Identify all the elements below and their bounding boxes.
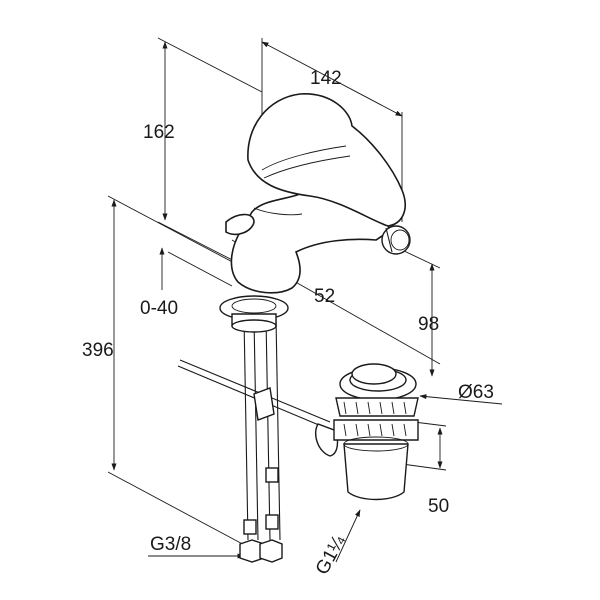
dimension-d63: Ø63	[419, 382, 503, 405]
label-g3-8: G3/8	[148, 534, 245, 559]
popup-rod	[177, 359, 339, 457]
dimension-396: 396	[82, 195, 251, 549]
dim-label-98: 98	[418, 314, 439, 335]
dim-label-142: 142	[310, 68, 342, 89]
mounting-base	[219, 295, 289, 333]
label-connection-supply: G3/8	[150, 534, 191, 555]
dim-label-d63: Ø63	[458, 382, 494, 403]
supply-hoses	[239, 317, 283, 563]
dimension-98: 98	[401, 249, 441, 377]
dim-label-396: 396	[82, 340, 114, 361]
faucet-body	[225, 93, 406, 294]
label-g1-1-4: G1¼	[312, 509, 361, 578]
dim-label-50: 50	[428, 496, 449, 517]
label-connection-waste: G1¼	[312, 531, 350, 578]
dim-label-0-40: 0-40	[140, 298, 178, 319]
dim-label-52: 52	[314, 286, 335, 307]
popup-waste	[333, 363, 419, 501]
dimension-142: 142	[261, 38, 403, 222]
dimension-0-40: 0-40	[140, 247, 233, 319]
spout-aerator	[381, 225, 411, 255]
dim-label-162: 162	[143, 122, 175, 143]
